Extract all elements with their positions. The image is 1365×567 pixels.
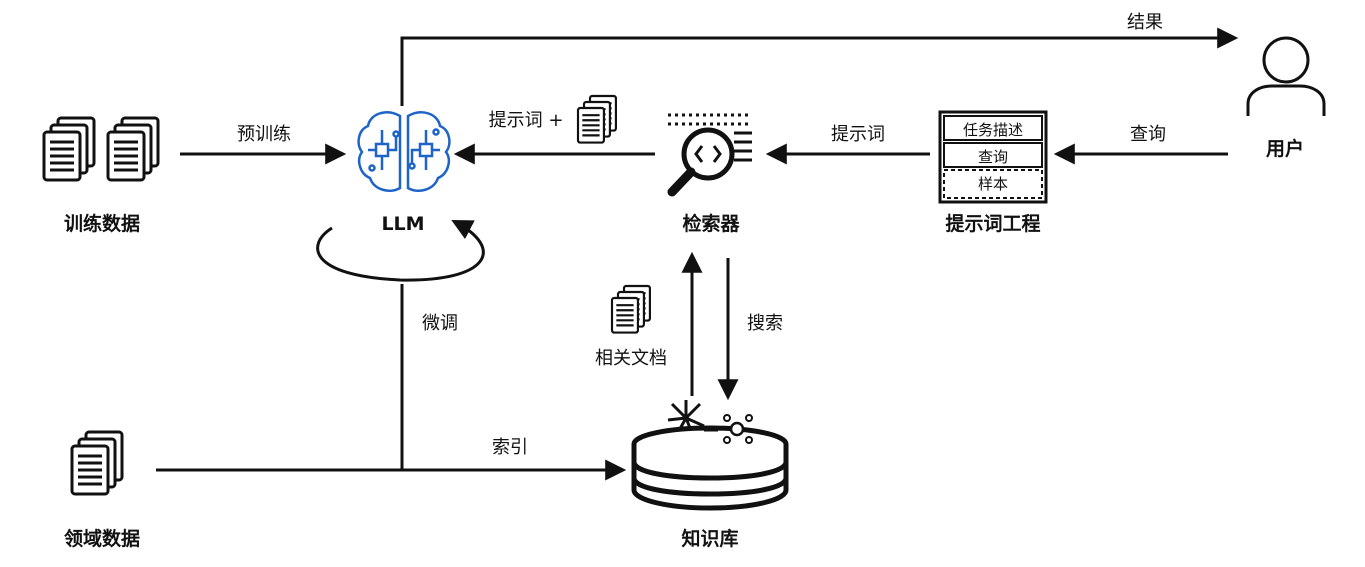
retriever-label: 检索器 [682,212,740,235]
domain-data-label: 领域数据 [64,527,140,550]
domain-data-icon [72,432,122,494]
edge-result [400,27,1239,106]
edge-finetune-label: 微调 [422,313,458,334]
user-icon [1246,36,1326,116]
related-docs-icon [610,284,651,334]
prompt-card-row-task: 任务描述 [963,121,1023,139]
retriever-icon [667,113,752,197]
edge-related-docs-label: 相关文档 [595,348,667,369]
training-data-icon [44,118,158,180]
prompt-engineering-label: 提示词工程 [945,212,1040,235]
brain-icon [357,111,451,192]
prompt-card-row-query: 查询 [978,148,1008,166]
edge-search-label: 搜索 [747,313,783,334]
edge-index-label: 索引 [492,437,528,458]
prompt-card: 任务描述 查询 样本 [938,110,1048,204]
llm-label: LLM [381,213,424,235]
edge-prompt-label: 提示词 [831,124,885,145]
finetune-loop [316,220,485,282]
prompt-card-row-sample: 样本 [978,175,1008,193]
edge-prompt-plus-label: 提示词 + [489,110,564,131]
edge-pretrain-label: 预训练 [237,124,291,145]
edge-result-label: 结果 [1127,12,1163,33]
prompt-docs-icon [576,94,617,144]
training-data-label: 训练数据 [64,212,140,235]
knowledge-base-icon [631,400,789,511]
user-label: 用户 [1266,137,1304,160]
edge-query-label: 查询 [1130,124,1166,145]
knowledge-base-label: 知识库 [681,527,738,550]
